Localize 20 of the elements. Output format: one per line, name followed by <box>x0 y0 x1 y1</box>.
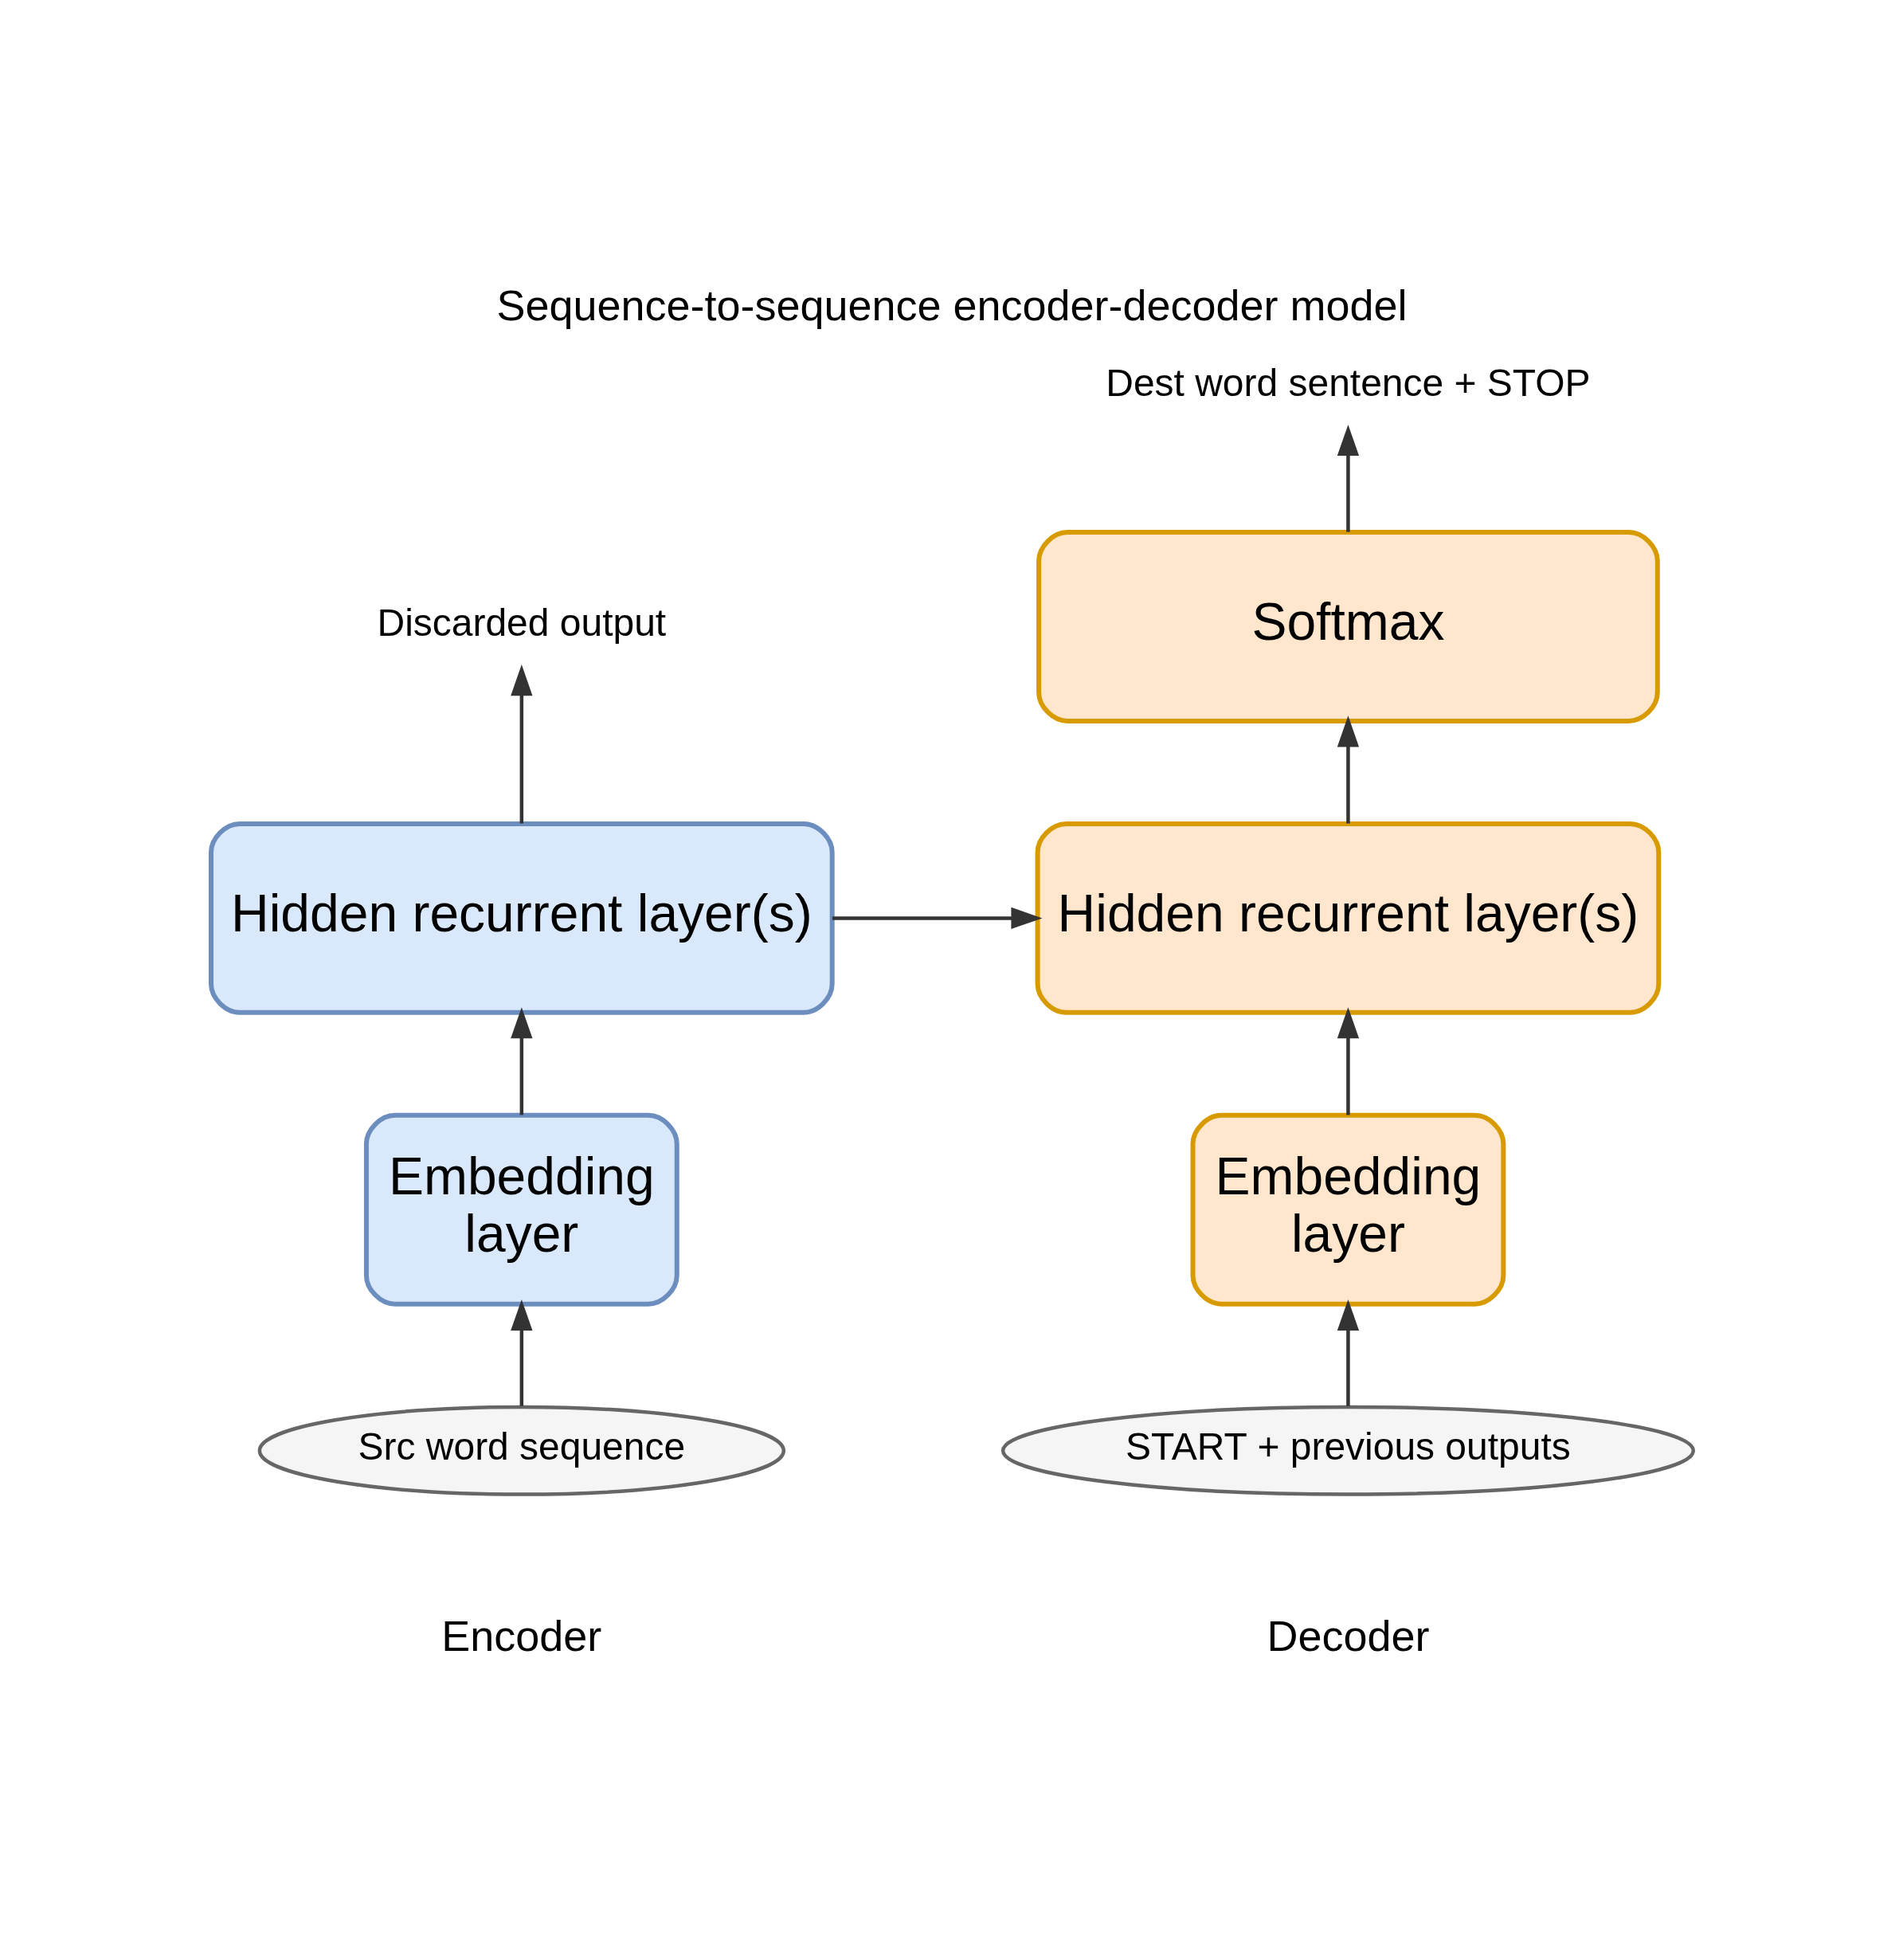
node-box: Embedding layer <box>363 1112 679 1307</box>
arrow <box>510 1007 532 1115</box>
node-box: Hidden recurrent layer(s) <box>208 821 835 1015</box>
diagram-title: Sequence-to-sequence encoder-decoder model <box>495 281 1408 330</box>
label: Decoder <box>1266 1612 1429 1660</box>
arrow <box>1337 1007 1359 1115</box>
node-ellipse: Src word sequence <box>257 1405 785 1496</box>
arrow <box>1337 424 1359 532</box>
node-text: Dest word sentence + STOP <box>1105 361 1591 404</box>
arrow <box>510 1299 532 1406</box>
arrow <box>1337 715 1359 824</box>
node-box: Hidden recurrent layer(s) <box>1035 821 1661 1015</box>
label: Encoder <box>441 1612 601 1660</box>
arrow <box>1337 1299 1359 1406</box>
node-box: Embedding layer <box>1190 1112 1506 1307</box>
node-ellipse: START + previous outputs <box>1000 1405 1695 1496</box>
arrow <box>510 664 532 824</box>
node-text: Discarded output <box>377 601 666 644</box>
node-box: Softmax <box>1036 530 1660 723</box>
arrow <box>832 907 1042 930</box>
